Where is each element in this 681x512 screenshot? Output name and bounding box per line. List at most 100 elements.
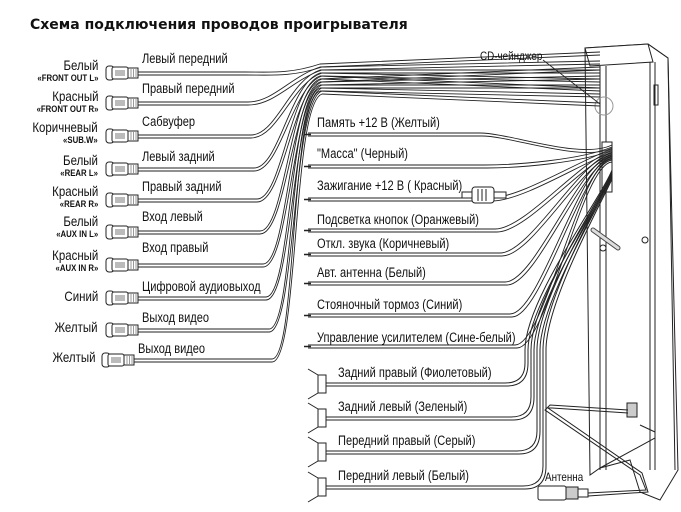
rca-function-label: Вход левый — [142, 209, 203, 224]
rca-connector-label: Белый«REAR L» — [60, 152, 98, 180]
wire-color: Красный — [51, 247, 98, 263]
wire-color: Коричневый — [32, 119, 98, 135]
rca-function-label: Правый передний — [142, 81, 235, 96]
speaker-icon — [307, 436, 327, 468]
signal-name: «SUB.W» — [63, 135, 98, 146]
power-wire-label: Зажигание +12 В ( Красный) — [317, 178, 463, 193]
power-wire-label: Управление усилителем (Сине-белый) — [317, 330, 516, 345]
rca-function-label: Правый задний — [142, 179, 222, 194]
rca-plug-icon — [105, 161, 139, 177]
rca-wire — [138, 51, 601, 73]
rca-wire — [138, 75, 601, 265]
speaker-wire — [326, 178, 613, 490]
rca-wire — [134, 90, 601, 360]
wire-color: Синий — [64, 288, 98, 304]
power-wire — [308, 151, 613, 202]
speaker-icon — [307, 402, 327, 434]
rca-wire — [134, 93, 601, 363]
power-wire — [308, 157, 613, 286]
wire-color: Желтый — [54, 319, 98, 335]
rca-wire — [138, 75, 601, 172]
power-wire-label: "Масса" (Черный) — [317, 146, 408, 161]
rca-plug-icon — [105, 192, 139, 208]
antenna-label: Антенна — [545, 470, 584, 484]
speaker-icon — [307, 368, 327, 400]
rca-function-label: Выход видео — [142, 310, 210, 325]
speaker-wire-label: Передний левый (Белый) — [338, 468, 469, 483]
speaker-wire — [326, 173, 613, 452]
speaker-wire — [326, 171, 613, 418]
antenna-connector — [537, 404, 649, 501]
power-wire-label: Память +12 В (Желтый) — [317, 115, 440, 130]
rca-wire — [138, 63, 601, 106]
rca-wire — [138, 69, 600, 136]
wire-color: Белый — [63, 152, 98, 168]
speaker-wire — [326, 175, 613, 487]
signal-name: «REAR L» — [60, 168, 98, 179]
wire-color: Красный — [51, 183, 98, 199]
power-wire — [308, 146, 613, 166]
cd-changer-leader — [542, 59, 601, 105]
rca-connector-label: Красный«AUX IN R» — [51, 247, 98, 275]
wire-color: Белый — [63, 57, 98, 73]
rca-function-label: Выход видео — [138, 341, 206, 356]
rca-plug-icon — [105, 290, 139, 306]
head-unit-body — [584, 43, 679, 501]
rca-wire — [138, 72, 600, 139]
power-wire — [308, 150, 613, 230]
power-wire-label: Стояночный тормоз (Синий) — [317, 297, 463, 312]
rca-connector-label: Белый«FRONT OUT L» — [36, 57, 98, 85]
rca-connector-label: Белый«AUX IN L» — [56, 213, 98, 241]
speaker-wire-label: Задний правый (Фиолетовый) — [338, 365, 492, 380]
power-wire — [308, 156, 613, 315]
signal-name: «REAR R» — [59, 199, 98, 210]
power-wire — [308, 153, 613, 233]
rca-function-label: Вход правый — [142, 240, 209, 255]
rca-connector-label: Красный«FRONT OUT R» — [36, 88, 98, 116]
speaker-wire-label: Задний левый (Зеленый) — [338, 399, 468, 414]
rca-wire — [138, 60, 601, 103]
signal-name: «AUX IN R» — [55, 263, 98, 274]
rca-function-label: Сабвуфер — [142, 114, 196, 129]
rca-connector-label: Желтый — [53, 350, 96, 365]
speaker-plugs — [307, 169, 613, 503]
rca-plug-icon — [105, 257, 139, 273]
rca-plug-icon — [105, 95, 139, 111]
rca-connector-label: Синий — [64, 289, 98, 304]
wire-bundle — [134, 51, 613, 363]
power-wire — [308, 155, 613, 257]
rca-wire — [138, 69, 601, 235]
rca-wire — [138, 78, 601, 268]
speaker-wire — [326, 169, 613, 384]
power-wire-label: Авт. антенна (Белый) — [317, 265, 426, 280]
rca-plug-icon — [105, 322, 139, 338]
rca-wire — [138, 87, 601, 330]
wire-color: Красный — [51, 88, 98, 104]
rca-wire — [138, 72, 601, 169]
rca-wire — [138, 84, 600, 298]
rca-wire — [138, 78, 601, 203]
power-wire — [308, 152, 613, 254]
power-wire — [308, 154, 613, 283]
rca-plug-icon — [101, 352, 135, 368]
rca-connector-label: Коричневый«SUB.W» — [32, 119, 98, 147]
rca-plug-icon — [105, 65, 139, 81]
rca-function-label: Цифровой аудиовыход — [142, 279, 261, 294]
wire-color: Белый — [63, 213, 98, 229]
cd-changer-label: CD-чейнджер — [480, 49, 543, 63]
power-wire-label: Подсветка кнопок (Оранжевый) — [317, 212, 479, 227]
rca-wire — [138, 66, 601, 232]
speaker-wire-label: Передний правый (Серый) — [338, 433, 476, 448]
power-wire — [308, 132, 613, 150]
rca-connector-label: Желтый — [55, 320, 98, 335]
wire-color: Желтый — [52, 349, 96, 365]
rca-function-label: Левый передний — [142, 51, 228, 66]
rca-wire — [138, 90, 601, 333]
signal-name: «FRONT OUT L» — [36, 73, 98, 84]
rca-plugs — [101, 65, 139, 368]
rca-function-label: Левый задний — [142, 149, 215, 164]
signal-name: «FRONT OUT R» — [36, 104, 98, 115]
power-wire-label: Откл. звука (Коричневый) — [317, 236, 450, 251]
signal-name: «AUX IN L» — [56, 229, 98, 240]
rca-connector-label: Красный«REAR R» — [51, 183, 98, 211]
